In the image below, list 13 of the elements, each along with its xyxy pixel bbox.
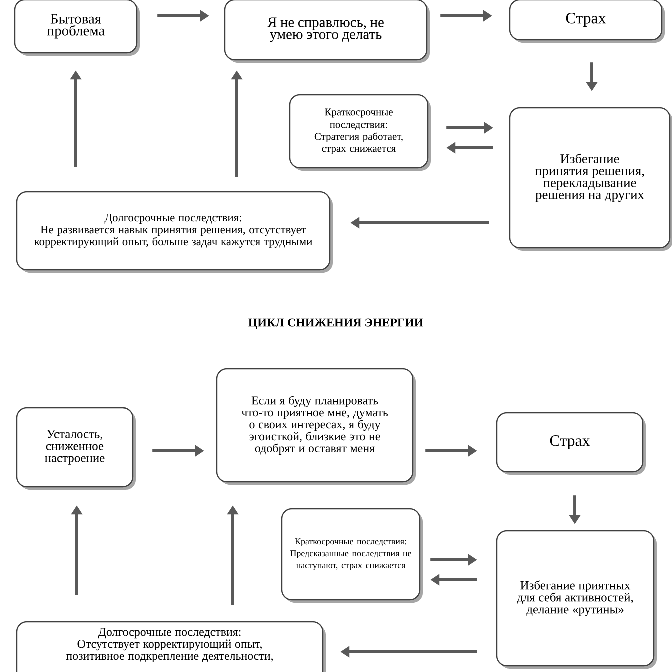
heading: ЦИКЛ СНИЖЕНИЯ ЭНЕРГИИ bbox=[248, 318, 424, 330]
process-box: Избегание приятных для себя активностей, делание «рутины» bbox=[496, 530, 657, 669]
consequence-box: Краткосрочные последствия: Стратегия работает, страх снижается bbox=[289, 94, 431, 171]
consequence-box: Краткосрочные последствия: Предсказанные последствия не наступают, страх снижается bbox=[281, 508, 423, 603]
process-box: Страх bbox=[496, 412, 646, 475]
process-box: Я не справлюсь, не умею этого делать bbox=[224, 0, 430, 63]
process-box: Если я буду планировать что-то приятное мне, думать о своих интересах, я буду эгоисткой, близкие это не одобрят и оставят меня bbox=[216, 368, 416, 485]
consequence-box: Долгосрочные последствия: Отсутствует корректирующий опыт, позитивное подкрепление деятельности, bbox=[16, 621, 326, 672]
process-box: Избегание принятия решения, перекладывание решения на других bbox=[509, 107, 672, 251]
process-box: Бытовая проблема bbox=[14, 0, 140, 56]
process-box: Усталость, сниженное настроение bbox=[16, 407, 136, 490]
consequence-box: Долгосрочные последствия: Не развивается навык принятия решения, отсутствует корректирующий опыт, больше задач кажутся трудными bbox=[16, 191, 333, 273]
process-box: Страх bbox=[509, 0, 665, 43]
